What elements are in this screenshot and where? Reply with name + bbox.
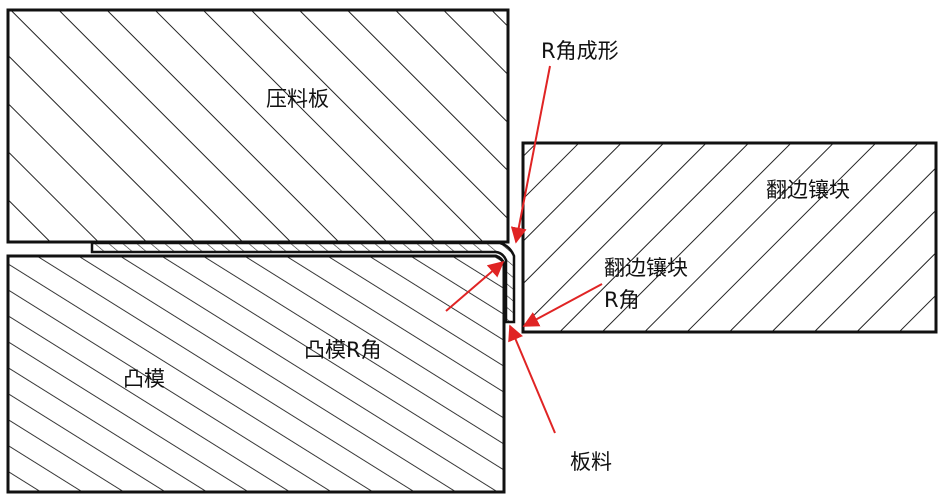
- label-pressure-plate: 压料板: [266, 87, 329, 111]
- label-r-corner-forming: R角成形: [541, 39, 619, 63]
- label-punch: 凸模: [123, 367, 165, 391]
- arrow-punch-r-corner: [445, 260, 505, 312]
- arrow-flange-insert-r: [522, 283, 603, 327]
- sheet-metal: [90, 241, 516, 324]
- label-flange-insert: 翻边镶块: [766, 178, 850, 202]
- flange-insert: [521, 141, 938, 334]
- pressure-plate: [6, 8, 510, 244]
- label-flange-insert-r-line1: 翻边镶块: [604, 256, 688, 280]
- label-flange-insert-r-line2: R角: [604, 288, 640, 312]
- label-punch-r-corner: 凸模R角: [304, 338, 382, 362]
- label-sheet-metal: 板料: [570, 450, 612, 474]
- arrow-sheet-metal: [508, 324, 556, 434]
- arrow-r-corner-forming: [510, 65, 551, 244]
- punch: [6, 254, 506, 494]
